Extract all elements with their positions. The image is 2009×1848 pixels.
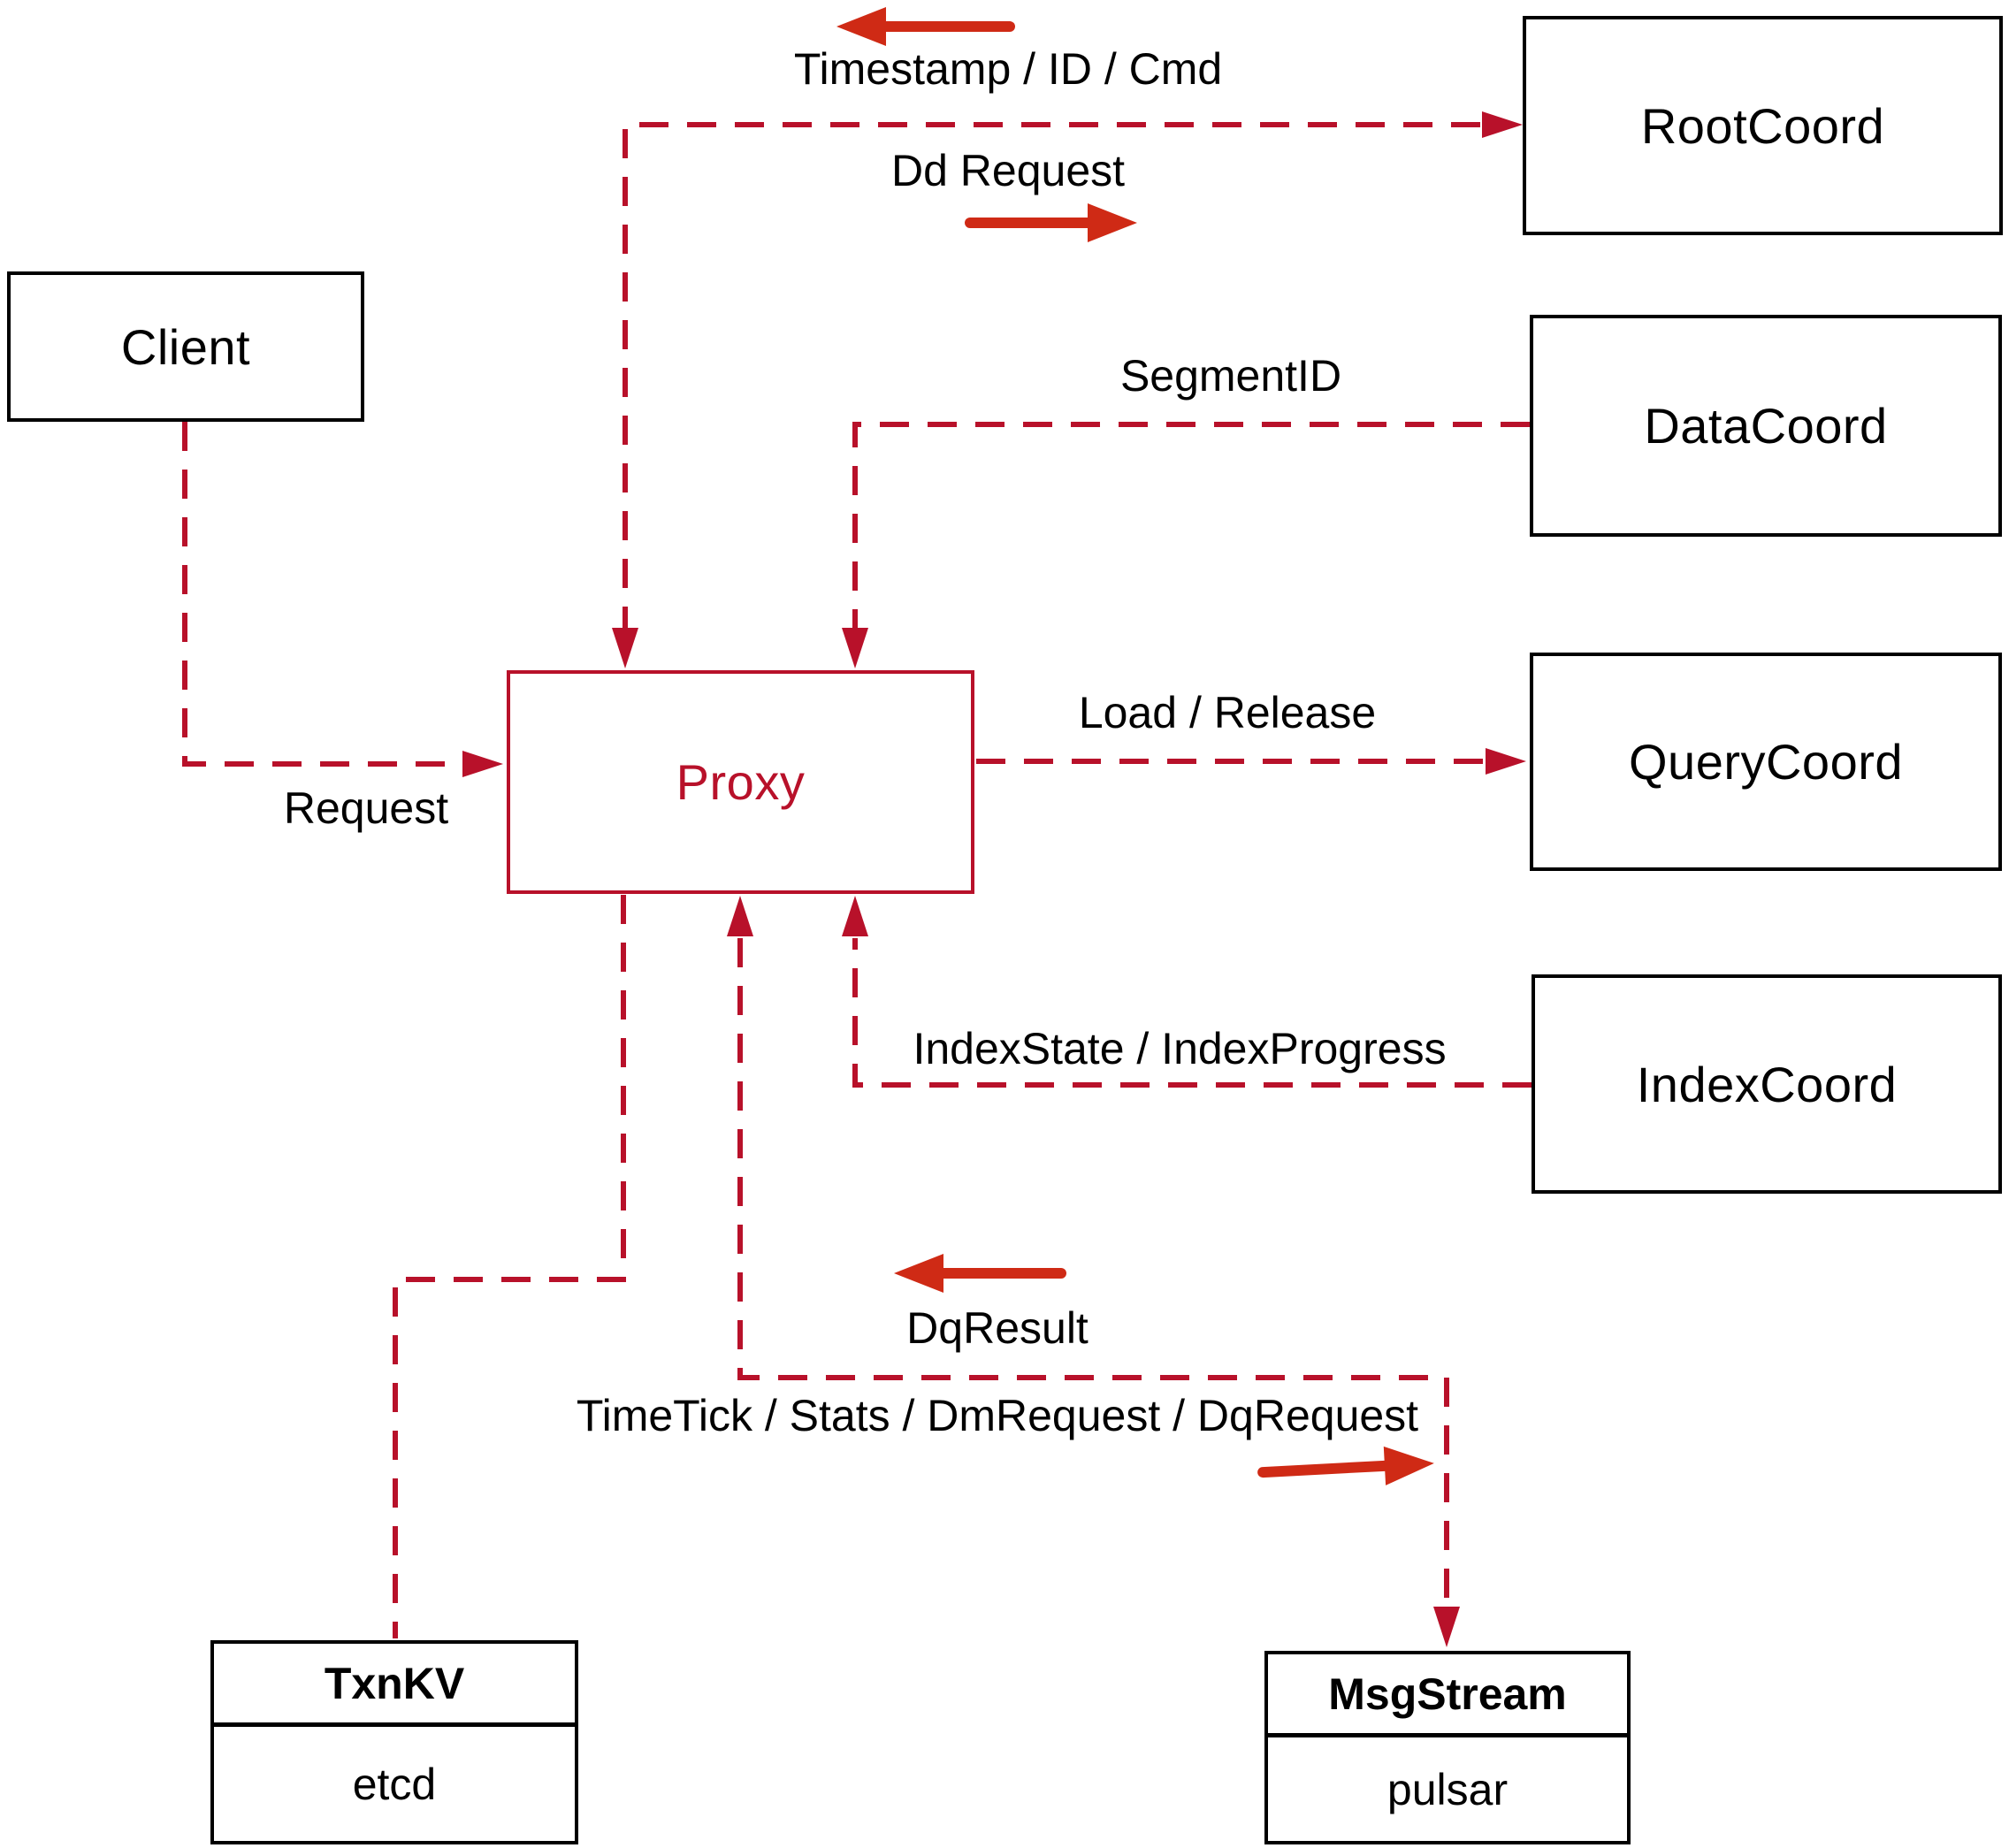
txnkv-title: TxnKV bbox=[214, 1644, 575, 1727]
arrowhead-up-into-proxy-right-icon bbox=[842, 896, 868, 936]
direction-arrow-right-dd-request-icon bbox=[965, 203, 1137, 242]
txnkv-node: TxnKV etcd bbox=[210, 1640, 578, 1844]
arrowhead-right-into-proxy-icon bbox=[462, 751, 503, 777]
edge-indexcoord-proxy bbox=[852, 938, 1532, 1088]
msgstream-title: MsgStream bbox=[1268, 1654, 1627, 1737]
edge-proxy-txnkv bbox=[393, 895, 626, 1638]
msgstream-node: MsgStream pulsar bbox=[1264, 1651, 1631, 1844]
edge-label-request: Request bbox=[283, 783, 449, 833]
datacoord-node: DataCoord bbox=[1530, 315, 2002, 537]
proxy-label: Proxy bbox=[676, 754, 806, 810]
querycoord-label: QueryCoord bbox=[1628, 734, 1904, 790]
edge-datacoord-proxy bbox=[852, 422, 1530, 628]
edge-label-indexstate-indexprogress: IndexState / IndexProgress bbox=[913, 1024, 1447, 1073]
edge-label-dd-request: Dd Request bbox=[890, 146, 1126, 195]
edge-client-proxy bbox=[182, 422, 462, 767]
arrowhead-right-into-rootcoord-icon bbox=[1482, 111, 1523, 138]
proxy-node: Proxy bbox=[507, 670, 974, 894]
arrowhead-down-into-proxy-right-icon bbox=[842, 628, 868, 668]
querycoord-node: QueryCoord bbox=[1530, 653, 2002, 871]
indexcoord-node: IndexCoord bbox=[1532, 974, 2002, 1194]
arrowhead-right-into-querycoord-icon bbox=[1486, 748, 1526, 775]
edge-label-segment-id: SegmentID bbox=[1119, 351, 1342, 401]
arrowhead-up-into-proxy-left-icon bbox=[727, 896, 753, 936]
edge-label-load-release: Load / Release bbox=[1078, 688, 1377, 737]
edge-label-timestamp-id-cmd: Timestamp / ID / Cmd bbox=[793, 44, 1223, 94]
edge-proxy-rootcoord bbox=[623, 122, 1480, 630]
direction-arrow-right-timetick-icon bbox=[1257, 1446, 1434, 1485]
edge-proxy-msgstream bbox=[737, 938, 1449, 1605]
edge-label-timetick-stats: TimeTick / Stats / DmRequest / DqRequest bbox=[576, 1391, 1419, 1440]
rootcoord-node: RootCoord bbox=[1523, 16, 2003, 235]
direction-arrow-left-timestamp-icon bbox=[836, 7, 1015, 46]
direction-arrow-left-dq-result-icon bbox=[894, 1254, 1066, 1293]
client-label: Client bbox=[120, 318, 251, 375]
client-node: Client bbox=[7, 271, 364, 422]
msgstream-impl: pulsar bbox=[1386, 1764, 1509, 1814]
indexcoord-label: IndexCoord bbox=[1636, 1056, 1898, 1112]
arrowhead-down-into-msgstream-icon bbox=[1433, 1607, 1460, 1647]
edge-label-dq-result: DqResult bbox=[906, 1303, 1089, 1353]
datacoord-label: DataCoord bbox=[1644, 398, 1888, 454]
rootcoord-label: RootCoord bbox=[1640, 97, 1885, 154]
txnkv-impl: etcd bbox=[352, 1759, 437, 1809]
arrowhead-down-into-proxy-left-icon bbox=[612, 628, 638, 668]
